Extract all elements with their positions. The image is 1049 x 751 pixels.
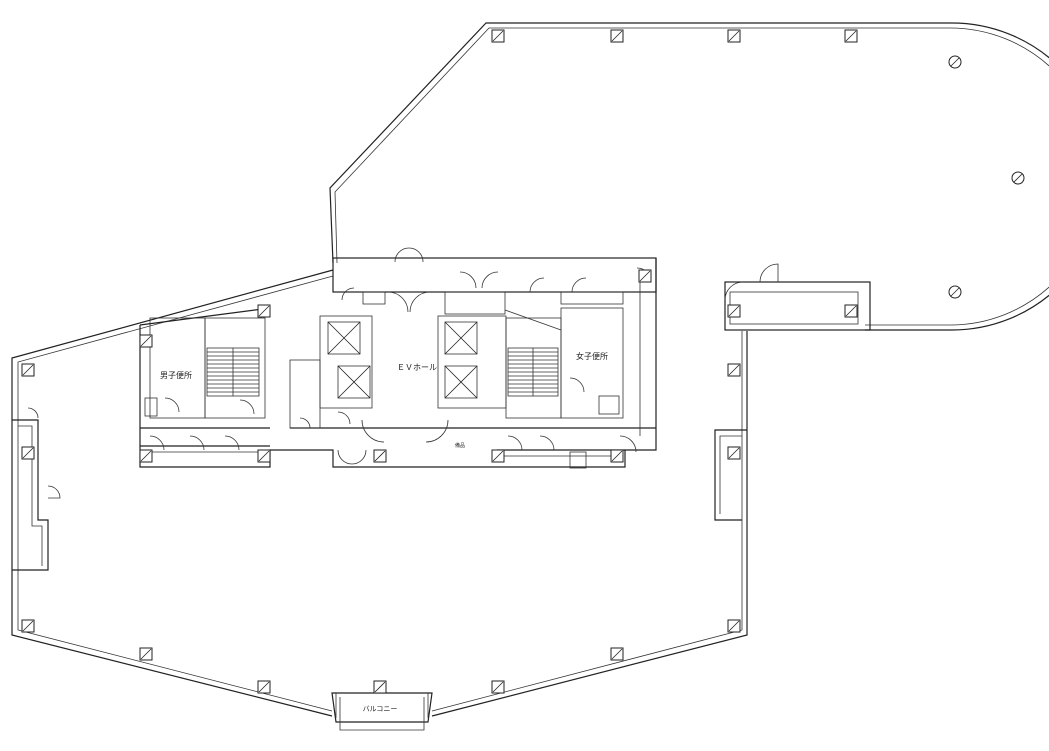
column-marker — [844, 304, 858, 318]
balcony-label: バルコニー — [363, 705, 398, 713]
womens-restroom-label: 女子便所 — [576, 351, 608, 361]
column-marker — [21, 363, 35, 377]
column-marker — [844, 29, 858, 43]
curved-facade-markers — [948, 55, 1025, 299]
column-marker — [727, 304, 741, 318]
exterior-walls — [11, 22, 1049, 731]
columns — [21, 29, 858, 694]
side-recesses — [12, 263, 779, 571]
column-marker — [727, 619, 741, 633]
column-marker — [139, 449, 153, 463]
ev-hall-label: ＥＶホール — [397, 363, 437, 372]
column-marker — [727, 29, 741, 43]
column-marker — [491, 29, 505, 43]
stairs — [206, 347, 559, 397]
small-mark-label: 備品 — [455, 442, 465, 449]
column-marker — [257, 304, 271, 318]
column-marker — [21, 619, 35, 633]
column-marker — [727, 363, 741, 377]
column-marker — [491, 449, 505, 463]
column-marker — [610, 449, 624, 463]
doors — [27, 247, 652, 465]
round-marker — [948, 285, 962, 299]
mens-restroom-label: 男子便所 — [160, 370, 192, 380]
column-marker — [257, 680, 271, 694]
right-stairwell — [507, 347, 559, 397]
column-marker — [139, 647, 153, 661]
column-marker — [491, 680, 505, 694]
column-marker — [610, 647, 624, 661]
round-marker — [948, 55, 962, 69]
column-marker — [139, 334, 153, 348]
elevators — [327, 321, 478, 399]
column-marker — [638, 269, 652, 283]
service-core — [139, 257, 657, 469]
column-marker — [373, 449, 387, 463]
left-stairwell — [206, 347, 260, 397]
column-marker — [21, 446, 35, 460]
column-marker — [610, 29, 624, 43]
round-marker — [1011, 171, 1025, 185]
column-marker — [727, 446, 741, 460]
column-marker — [257, 449, 271, 463]
column-marker — [373, 680, 387, 694]
